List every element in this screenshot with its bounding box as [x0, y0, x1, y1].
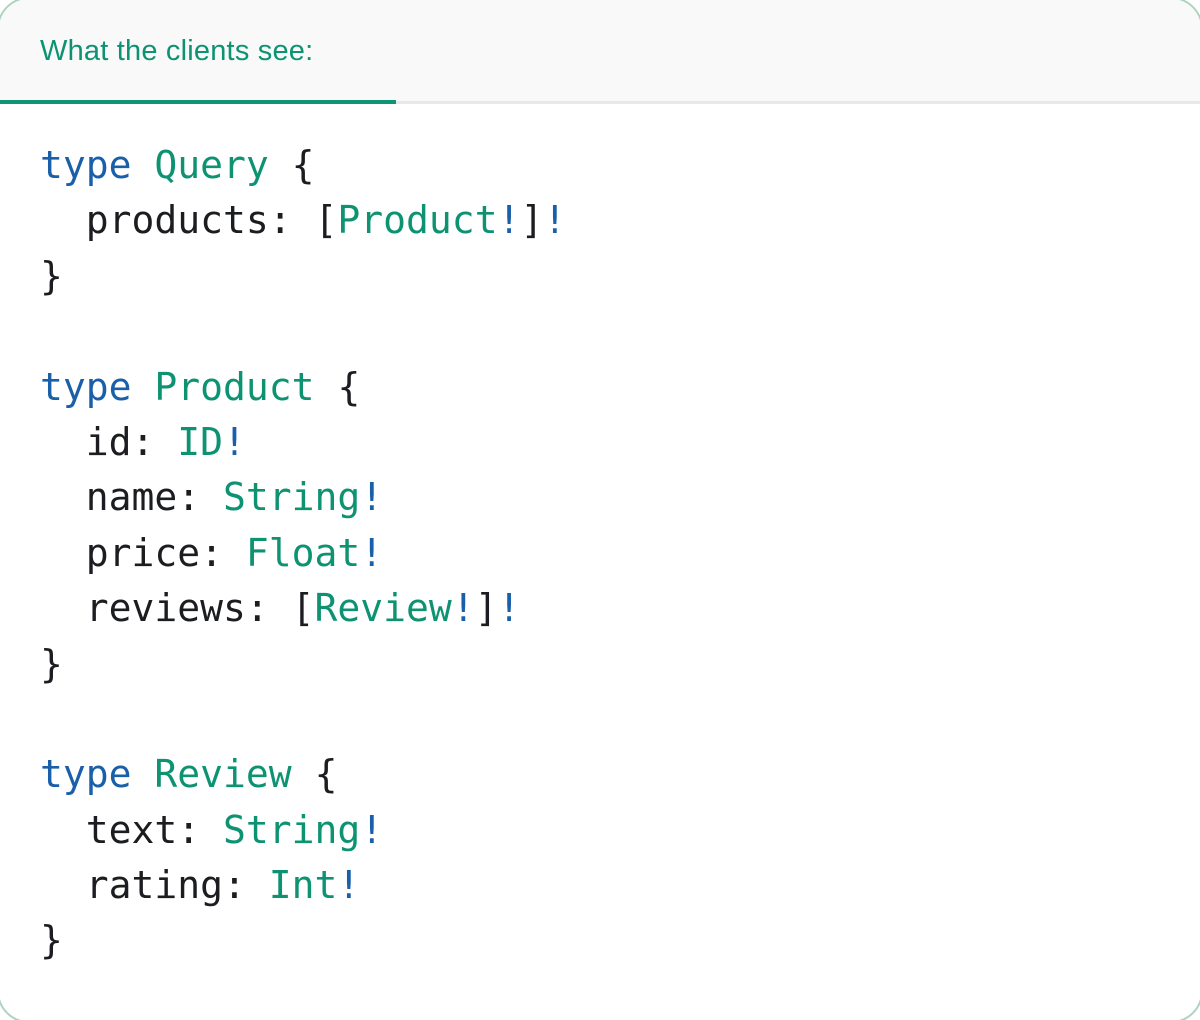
code-token-keyword: type	[40, 752, 132, 797]
code-token-bang: !	[497, 586, 521, 631]
code-line: products: [Product!]!	[40, 193, 1161, 248]
code-token-plain	[132, 143, 155, 187]
header-divider	[0, 101, 1200, 104]
code-token-type: Review	[314, 586, 452, 631]
code-line: reviews: [Review!]!	[40, 581, 1161, 636]
code-token-plain: price:	[40, 530, 246, 575]
code-token-plain: {	[291, 752, 338, 797]
code-token-plain	[132, 365, 155, 409]
code-line: }	[40, 249, 1161, 304]
tab-label: What the clients see:	[40, 35, 314, 67]
code-line: }	[40, 913, 1161, 968]
code-token-bang: !	[360, 475, 384, 520]
code-token-type: String	[223, 475, 361, 520]
code-token-plain: id:	[40, 419, 178, 464]
code-token-type: Review	[154, 752, 292, 797]
code-token-bang: !	[451, 586, 475, 631]
code-line: text: String!	[40, 803, 1161, 858]
code-token-type: Query	[154, 143, 269, 187]
code-token-plain: text:	[40, 807, 224, 852]
code-token-bang: !	[543, 198, 567, 243]
code-token-plain: ]	[474, 586, 498, 631]
code-line: id: ID!	[40, 415, 1161, 470]
code-token-plain: reviews: [	[40, 586, 315, 631]
active-tab-indicator	[0, 100, 396, 104]
code-token-bang: !	[360, 807, 384, 852]
code-token-bang: !	[497, 198, 521, 243]
code-token-type: ID	[177, 419, 224, 464]
code-token-plain: }	[40, 253, 63, 298]
code-line: rating: Int!	[40, 858, 1161, 913]
code-token-plain	[132, 752, 155, 796]
code-token-type: String	[223, 807, 361, 852]
code-token-plain: {	[314, 364, 361, 409]
code-token-plain: ]	[520, 198, 544, 243]
graphql-schema-code: type Query { products: [Product!]!}type …	[0, 104, 1200, 969]
code-token-plain: rating:	[40, 863, 269, 908]
code-token-type: Product	[154, 364, 315, 409]
code-token-type: Float	[245, 530, 361, 575]
code-token-plain: }	[40, 641, 63, 686]
code-line: type Product {	[40, 360, 1161, 415]
code-line	[40, 304, 1161, 359]
code-token-bang: !	[223, 419, 246, 464]
code-line: }	[40, 637, 1161, 692]
code-token-plain: }	[40, 918, 63, 963]
code-line: price: Float!	[40, 526, 1161, 581]
code-token-keyword: type	[40, 143, 132, 187]
code-token-type: Int	[268, 863, 338, 908]
code-token-type: Product	[337, 198, 498, 243]
code-line: name: String!	[40, 470, 1161, 525]
code-token-plain: {	[268, 143, 315, 187]
code-token-bang: !	[360, 530, 384, 575]
code-line	[40, 692, 1161, 747]
code-line: type Query {	[40, 138, 1161, 193]
code-token-plain: name:	[40, 475, 224, 520]
code-token-bang: !	[337, 863, 361, 908]
code-token-plain: products: [	[40, 198, 338, 243]
code-token-keyword: type	[40, 364, 132, 409]
panel-header: What the clients see:	[0, 0, 1200, 104]
code-line: type Review {	[40, 747, 1161, 802]
tab-clients-view[interactable]: What the clients see:	[0, 0, 396, 104]
